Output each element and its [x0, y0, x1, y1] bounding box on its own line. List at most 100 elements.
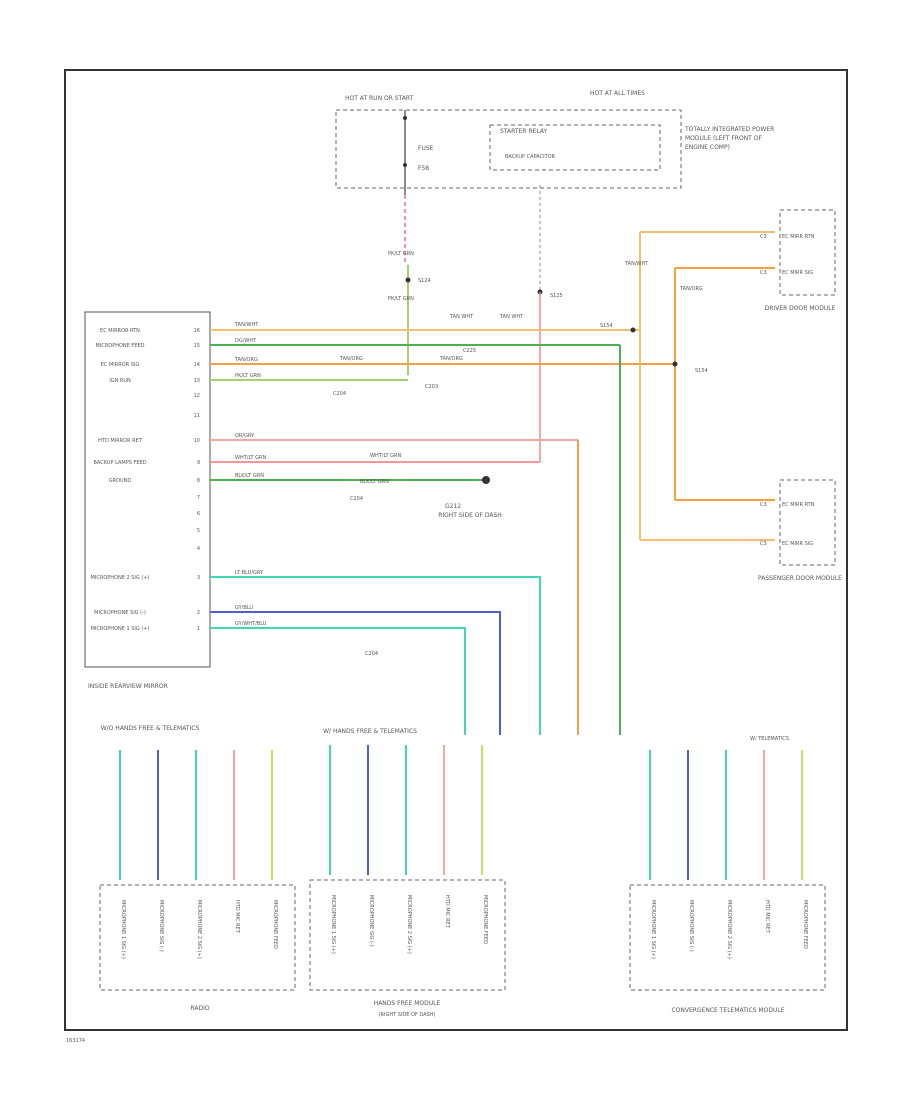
driver-door-label: DRIVER DOOR MODULE: [764, 305, 836, 312]
bottom-pin-label: MICROPHONE SIG (-): [688, 900, 694, 952]
passenger-door-label-wrap: PASSENGER DOOR MODULE: [758, 575, 842, 582]
radio-label: RADIO: [190, 1005, 209, 1012]
without-hf-wrap: W/O HANDS FREE & TELEMATICS: [100, 725, 200, 732]
splice-s124-label: S124: [418, 278, 431, 284]
label-tan-org-2: TAN/ORG: [339, 356, 363, 362]
splice-right: [672, 361, 678, 367]
mirror-pin-name: IGN RUN: [109, 378, 131, 384]
rearview-mirror-label: INSIDE REARVIEW MIRROR: [88, 683, 168, 690]
label-blk-ltgrn: BLK/LT GRN: [235, 473, 264, 479]
fuse-label: FUSE: [418, 145, 434, 152]
passenger-door-label: PASSENGER DOOR MODULE: [758, 575, 842, 582]
label-gy-wht-blu: GY/WHT/BLU: [235, 621, 267, 627]
without-hf-label: W/O HANDS FREE & TELEMATICS: [100, 725, 200, 732]
mirror-pin-number: 2: [197, 610, 200, 616]
bottom-pin-label: MICROPHONE SIG (-): [158, 900, 164, 952]
with-hf-label: W/ HANDS FREE & TELEMATICS: [323, 728, 417, 735]
telematics-label: CONVERGENCE TELEMATICS MODULE: [671, 1007, 784, 1014]
mirror-pin-name: MICROPHONE FEED: [96, 343, 145, 349]
ground-label: G212: [445, 503, 461, 510]
passenger-door-box: [779, 479, 836, 566]
mirror-pin-number: 7: [197, 495, 200, 501]
label-tan-org: TAN/ORG: [234, 357, 258, 363]
mirror-pin-number: 15: [194, 343, 200, 349]
telematics-box: [629, 884, 826, 991]
mirror-pin-number: 12: [194, 393, 200, 399]
bottom-pin-groups: MICROPHONE 1 SIG (+) MICROPHONE SIG (-) MI…: [119, 745, 808, 959]
bottom-pin-label: MICROPHONE 2 SIG (+): [726, 900, 732, 959]
diagram-id: 163174: [66, 1038, 85, 1044]
fuse-terminal-2: [403, 163, 407, 167]
mirror-pin-name: MICROPHONE 2 SIG (+): [91, 575, 150, 581]
mirror-pin-name: EC MIRROR SIG: [101, 362, 140, 368]
mirror-pin-name: HTD MIRROR RET: [98, 438, 143, 444]
tipm-note-wrap: TOTALLY INTEGRATED POWER MODULE (LEFT FR…: [685, 126, 775, 151]
wire-pk-ltgrn-label-1: PK/LT GRN: [388, 251, 414, 257]
label-dg-wht: DG/WHT: [235, 338, 257, 344]
mirror-pin-number: 6: [197, 511, 200, 517]
wire-pk-ltgrn-label-2: PK/LT GRN: [388, 296, 414, 302]
hands-free-loc: (RIGHT SIDE OF DASH): [379, 1012, 436, 1018]
mirror-pin-number: 16: [194, 328, 200, 334]
ground-loc: RIGHT SIDE OF DASH: [438, 512, 502, 519]
mirror-box: [84, 311, 211, 668]
label-tan-wht-right: TAN/WHT: [624, 261, 649, 267]
label-tan-org-right: TAN/ORG: [679, 286, 703, 292]
bottom-pin-label: MICROPHONE FEED: [482, 895, 488, 944]
mirror-pin-name: MICROPHONE 1 SIG (+): [91, 626, 150, 632]
mirror-pin-name: GROUND: [109, 478, 132, 484]
mirror-pin-number: 1: [197, 626, 200, 632]
mirror-pin-number: 10: [194, 438, 200, 444]
bottom-pin-label: MICROPHONE 2 SIG (+): [406, 895, 412, 954]
with-hf-wrap: W/ HANDS FREE & TELEMATICS: [323, 728, 417, 735]
bottom-pin-label: HTD MIC RET: [234, 900, 240, 934]
passenger-pin-rtn: EC MIRR RTN: [782, 502, 815, 508]
label-lt-blu-gry: LT BLU/GRY: [235, 570, 264, 576]
mirror-pin-name: MICROPHONE SIG (-): [94, 610, 146, 616]
driver-conn-c3a: C3: [760, 234, 767, 240]
connector-c204-label-2: C204: [350, 496, 363, 502]
driver-door-box: [779, 209, 836, 296]
ignition-relay-label: HOT AT RUN OR START: [345, 95, 414, 102]
tipm-note: TOTALLY INTEGRATED POWER MODULE (LEFT FR…: [685, 126, 775, 151]
bottom-pin-label: HTD MIC RET: [764, 900, 770, 934]
hands-free-label: HANDS FREE MODULE: [374, 1000, 441, 1007]
splice-right-label: S154: [695, 368, 708, 374]
connector-c204-label: C204: [333, 391, 346, 397]
mirror-pin-name: BACKUP LAMPS FEED: [93, 460, 146, 466]
label-tan-wht: TAN/WHT: [234, 322, 259, 328]
bottom-pin-label: MICROPHONE 1 SIG (+): [120, 900, 126, 959]
connector-c204-label-3: C204: [365, 651, 378, 657]
connector-c225-label: C225: [463, 348, 476, 354]
mirror-pin-number: 14: [194, 362, 200, 368]
label-gy-blu: GY/BLU: [235, 605, 253, 611]
starter-relay-label: STARTER RELAY: [500, 128, 547, 135]
mirror-pin-number: 3: [197, 575, 200, 581]
bottom-pin-label: MICROPHONE FEED: [272, 900, 278, 949]
diagram-frame: [64, 69, 848, 1031]
hot-at-all-times-label: HOT AT ALL TIMES: [590, 90, 645, 97]
bottom-pin-label: MICROPHONE 1 SIG (+): [330, 895, 336, 954]
gy-blu-wire: [210, 611, 501, 735]
splice-s154-label: S154: [600, 323, 613, 329]
splice-s154: [630, 327, 636, 333]
with-telematics-label: W/ TELEMATICS: [750, 736, 789, 742]
label-pk-ltgrn: PK/LT GRN: [235, 373, 261, 379]
bottom-pin-label: HTD MIC RET: [444, 895, 450, 929]
driver-door-label-wrap: DRIVER DOOR MODULE: [764, 305, 836, 312]
passenger-conn-c3a: C3: [760, 502, 767, 508]
mirror-pin-number: 5: [197, 528, 200, 534]
mirror-pin-number: 13: [194, 378, 200, 384]
starter-relay-box: [489, 124, 661, 171]
mirror-pin-name: EC MIRROR RTN: [100, 328, 140, 334]
driver-pin-rtn: EC MIRR RTN: [782, 234, 815, 240]
tipm-box: [335, 109, 682, 189]
passenger-pin-sig: EC MIRR SIG: [782, 541, 813, 547]
passenger-conn-c3b: C3: [760, 541, 767, 547]
label-tan-org-3: TAN/ORG: [439, 356, 463, 362]
bottom-pin-label: MICROPHONE 2 SIG (+): [196, 900, 202, 959]
lt-blu-gry-wire: [210, 576, 541, 735]
radio-box: [99, 884, 296, 991]
ground-loc-wrap: RIGHT SIDE OF DASH: [438, 512, 502, 519]
